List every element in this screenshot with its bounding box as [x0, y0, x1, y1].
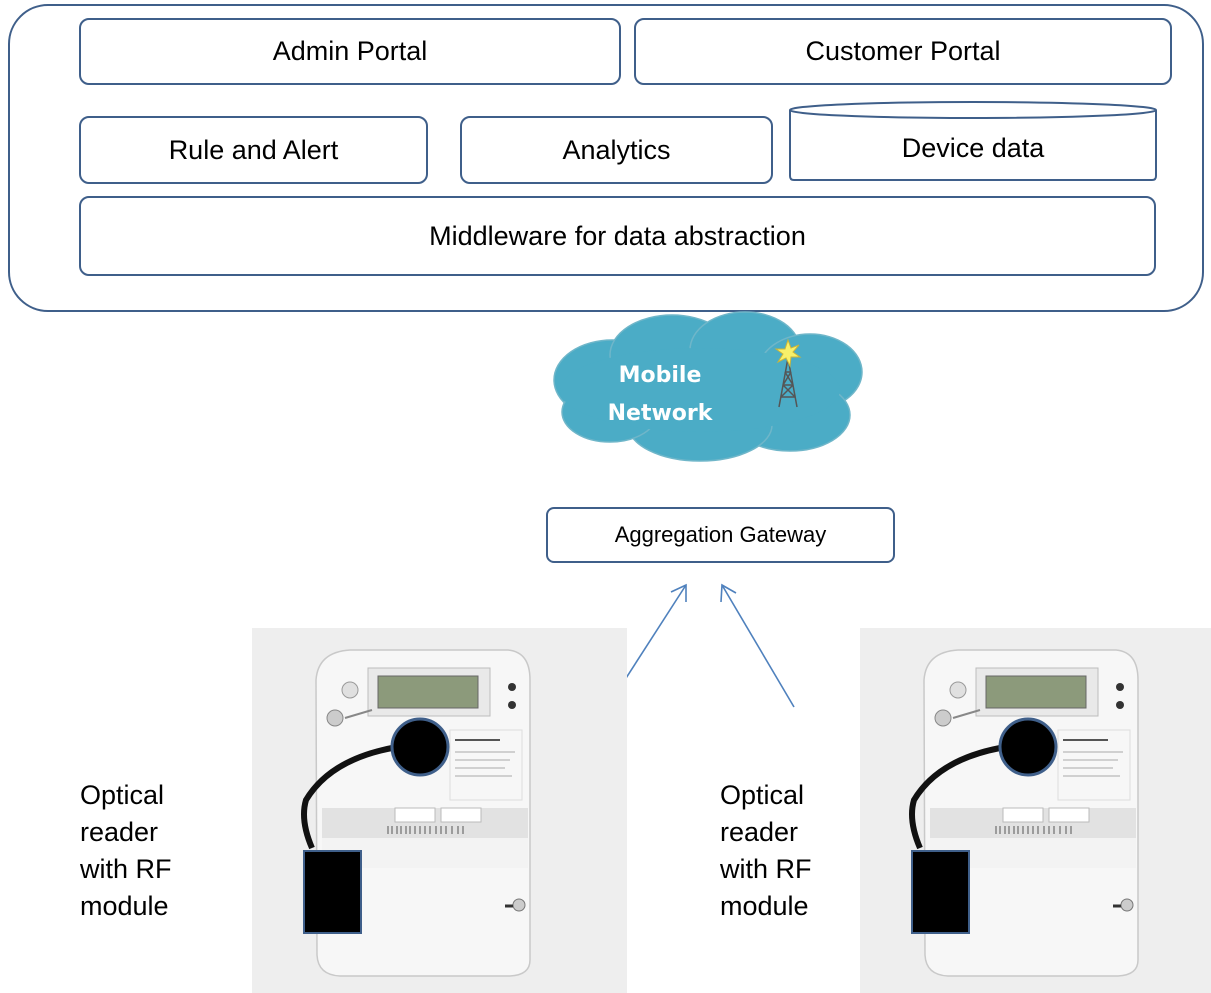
reader-right-line-4: module [720, 891, 809, 921]
rule-and-alert-box: Rule and Alert [79, 116, 428, 184]
rule-and-alert-label: Rule and Alert [168, 134, 339, 165]
reader-right-line-1: Optical [720, 780, 805, 810]
analytics-box: Analytics [460, 116, 773, 184]
optical-reader-label-right: Optical reader with RF module [720, 777, 860, 925]
reader-right-line-2: reader [720, 817, 799, 847]
admin-portal-box: Admin Portal [79, 18, 621, 85]
signal-burst-icon [774, 338, 802, 368]
reader-left-line-1: Optical [80, 780, 165, 810]
middleware-box: Middleware for data abstraction [79, 196, 1156, 276]
reader-left-line-4: module [80, 891, 169, 921]
reader-left-line-3: with RF [80, 854, 172, 884]
mobile-network-line-2: Network [607, 401, 713, 426]
analytics-label: Analytics [562, 134, 671, 165]
mobile-network-line-1: Mobile [618, 363, 702, 388]
optical-reader-label-left: Optical reader with RF module [80, 777, 220, 925]
admin-portal-label: Admin Portal [272, 36, 428, 66]
customer-portal-box: Customer Portal [634, 18, 1172, 85]
mobile-network-label: Mobile Network [600, 357, 720, 433]
antenna-tower-icon [778, 357, 798, 408]
device-data-label: Device data [901, 132, 1045, 163]
middleware-label: Middleware for data abstraction [429, 220, 806, 251]
reader-right-line-3: with RF [720, 854, 812, 884]
aggregation-gateway-label: Aggregation Gateway [614, 522, 827, 547]
aggregation-gateway-box: Aggregation Gateway [546, 507, 895, 563]
reader-left-line-2: reader [80, 817, 159, 847]
customer-portal-label: Customer Portal [805, 36, 1001, 66]
device-data-label-wrap: Device data [790, 120, 1156, 176]
